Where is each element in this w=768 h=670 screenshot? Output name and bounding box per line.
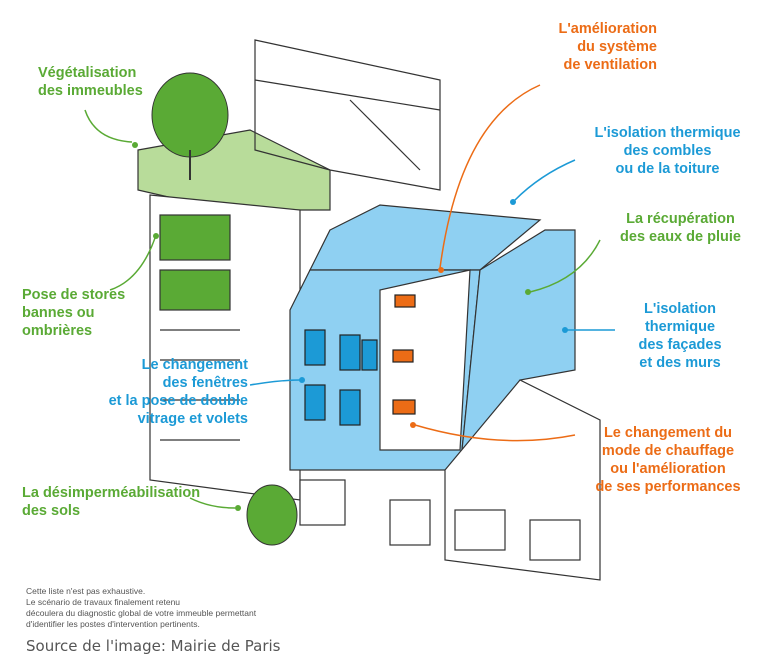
label-ventilation: L'amélioration du système de ventilation xyxy=(558,21,657,73)
left-building xyxy=(137,129,331,501)
label-fenetres: Le changement des fenêtres et la pose de… xyxy=(108,357,248,427)
blue-roof xyxy=(309,204,542,271)
leader-lines xyxy=(84,84,615,511)
main-building xyxy=(289,204,576,546)
awning-middle xyxy=(159,269,231,311)
label-chauffage: Le changement du mode de chauffage ou l'… xyxy=(595,425,741,495)
label-desimpermeabilisation: La désimperméabilisation des sols xyxy=(22,485,201,519)
right-building xyxy=(444,379,601,581)
label-stores: Pose de stores bannes ou ombrières xyxy=(22,287,126,339)
label-isolation-combles: L'isolation thermique des combles ou de … xyxy=(594,125,741,177)
awning-top xyxy=(159,214,231,261)
tree-roof xyxy=(151,72,229,180)
image-source: Source de l'image: Mairie de Paris xyxy=(26,637,281,655)
label-vegetalisation: Végétalisation des immeubles xyxy=(38,65,143,99)
footnote: Cette liste n'est pas exhaustive. Le scé… xyxy=(26,586,257,629)
label-recuperation: La récupération des eaux de pluie xyxy=(620,211,741,245)
shrub-ground xyxy=(246,484,298,546)
heating-units xyxy=(392,294,416,415)
label-isolation-facades: L'isolation thermique des façades et des… xyxy=(638,301,722,371)
windows xyxy=(304,329,378,426)
back-building xyxy=(254,39,441,191)
